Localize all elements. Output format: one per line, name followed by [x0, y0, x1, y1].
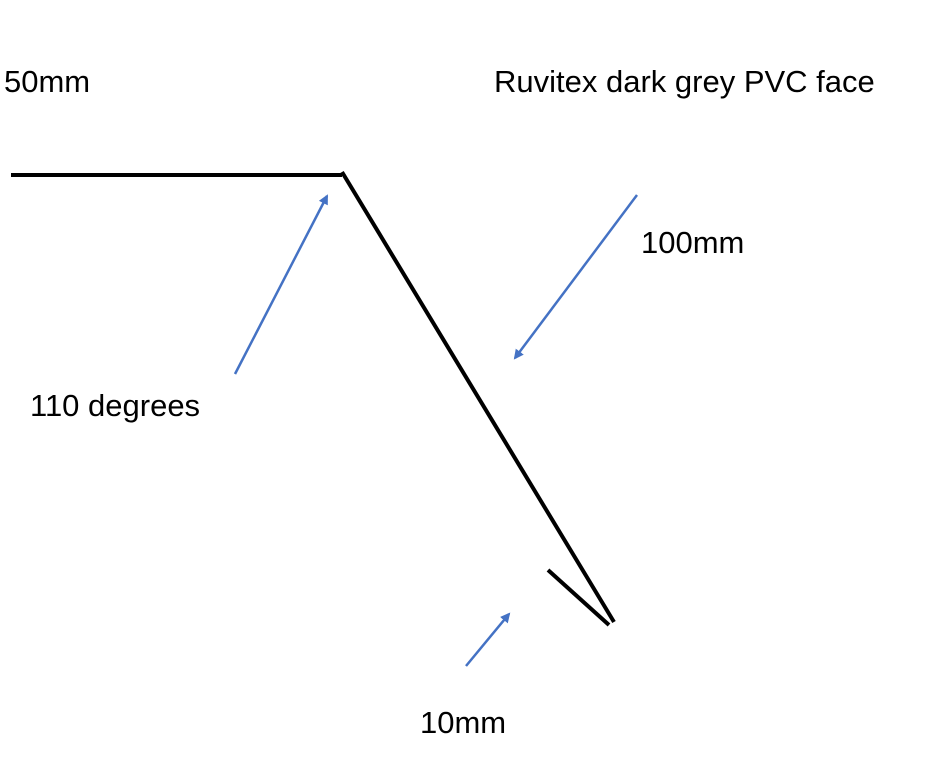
slope-length-label: 100mm: [641, 225, 745, 260]
hem-length-label: 10mm: [420, 705, 507, 740]
material-label: Ruvitex dark grey PVC face: [494, 64, 875, 99]
profile-hem: [546, 568, 611, 627]
angle-label: 110 degrees: [30, 388, 201, 423]
profile-sloped-face: [340, 170, 616, 624]
arrow-slope-length: [513, 194, 639, 360]
top-flange-length-label: 50mm: [4, 64, 91, 99]
arrow-angle: [233, 194, 329, 375]
arrow-hem-length: [465, 612, 511, 667]
